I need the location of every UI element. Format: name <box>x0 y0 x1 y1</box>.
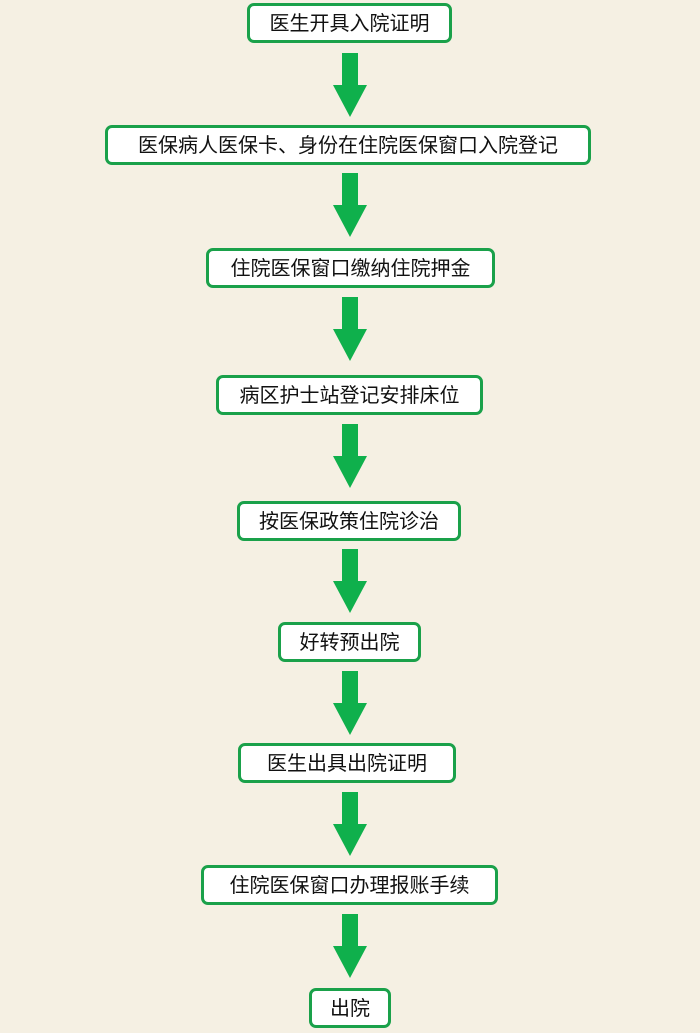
step-treatment-per-policy: 按医保政策住院诊治 <box>237 501 461 541</box>
arrow-down-icon <box>333 297 367 361</box>
step-reimbursement-procedures: 住院医保窗口办理报账手续 <box>201 865 498 905</box>
step-insurance-admission-registration: 医保病人医保卡、身份在住院医保窗口入院登记 <box>105 125 591 165</box>
arrow-down-icon <box>333 424 367 488</box>
arrow-down-icon <box>333 549 367 613</box>
step-nurse-station-bed-arrangement: 病区护士站登记安排床位 <box>216 375 483 415</box>
step-doctor-issues-admission-certificate: 医生开具入院证明 <box>247 3 452 43</box>
arrow-down-icon <box>333 173 367 237</box>
arrow-down-icon <box>333 914 367 978</box>
arrow-down-icon <box>333 792 367 856</box>
step-doctor-issues-discharge-certificate: 医生出具出院证明 <box>238 743 456 783</box>
arrow-down-icon <box>333 671 367 735</box>
step-pay-deposit: 住院医保窗口缴纳住院押金 <box>206 248 495 288</box>
step-improved-pre-discharge: 好转预出院 <box>278 622 421 662</box>
step-discharge: 出院 <box>309 988 391 1028</box>
arrow-down-icon <box>333 53 367 117</box>
